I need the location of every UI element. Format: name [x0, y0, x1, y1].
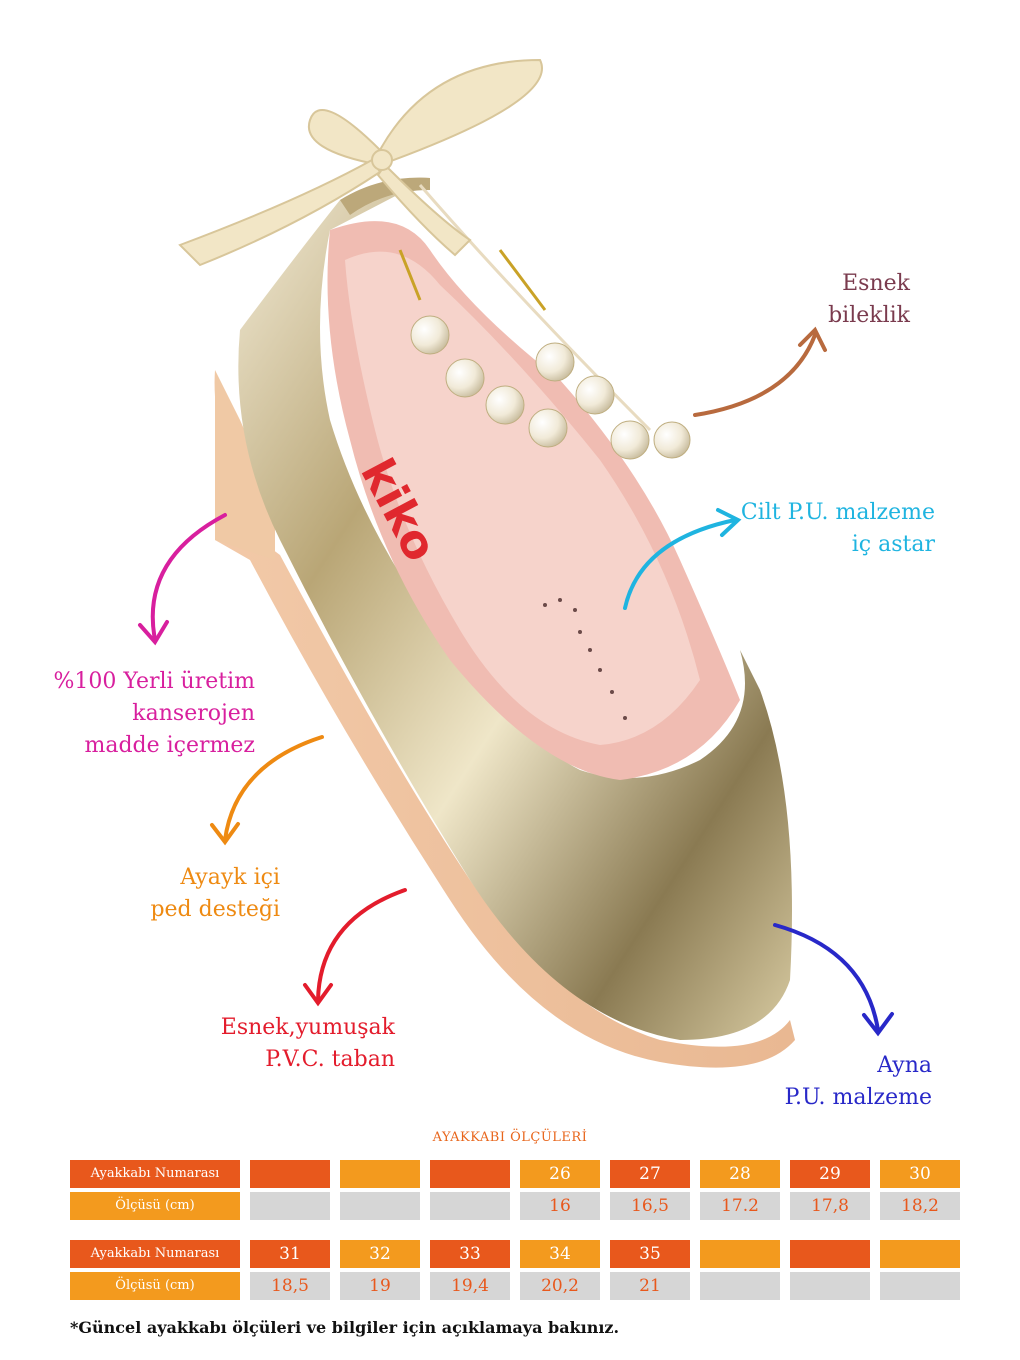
callout-line: Cilt P.U. malzeme	[740, 500, 935, 525]
cm-cell	[250, 1192, 330, 1220]
row-label-cm: Ölçüsü (cm)	[70, 1192, 240, 1220]
size-row: Ayakkabı Numarası 26 27 28 29 30	[70, 1160, 960, 1188]
callout-line: iç astar	[851, 532, 935, 557]
cm-cell: 17.2	[700, 1192, 780, 1220]
size-cell: 34	[520, 1240, 600, 1268]
cm-cell	[700, 1272, 780, 1300]
callout-line: Esnek	[842, 271, 910, 296]
arrow-ayna	[773, 923, 880, 1032]
cm-cell: 16,5	[610, 1192, 690, 1220]
callout-elastic-strap: Esnek bileklik	[780, 268, 910, 332]
size-cell	[340, 1160, 420, 1188]
size-row: Ayakkabı Numarası 31 32 33 34 35	[70, 1240, 960, 1268]
size-cell	[700, 1240, 780, 1268]
callout-line: bileklik	[828, 303, 910, 328]
shoe-heel	[215, 370, 275, 560]
size-cell	[790, 1240, 870, 1268]
cm-cell: 21	[610, 1272, 690, 1300]
callout-line: P.V.C. taban	[265, 1047, 395, 1072]
cm-row: Ölçüsü (cm) 16 16,5 17.2 17,8 18,2	[70, 1192, 960, 1220]
size-cell: 32	[340, 1240, 420, 1268]
callout-line: Ayayk içi	[180, 865, 280, 890]
callout-line: madde içermez	[84, 733, 255, 758]
size-cell	[430, 1160, 510, 1188]
size-note: *Güncel ayakkabı ölçüleri ve bilgiler iç…	[70, 1318, 620, 1337]
cm-cell: 17,8	[790, 1192, 870, 1220]
callout-line: P.U. malzeme	[784, 1085, 932, 1110]
cm-cell: 19,4	[430, 1272, 510, 1300]
arrow-ped	[223, 735, 324, 842]
row-label-cm: Ölçüsü (cm)	[70, 1272, 240, 1300]
size-cell	[250, 1160, 330, 1188]
cm-cell: 18,2	[880, 1192, 960, 1220]
callout-lining: Cilt P.U. malzeme iç astar	[700, 497, 935, 561]
size-cell	[880, 1240, 960, 1268]
row-label-size: Ayakkabı Numarası	[70, 1160, 240, 1188]
arrow-bileklik	[693, 333, 817, 417]
callout-line: Esnek,yumuşak	[220, 1015, 395, 1040]
size-cell: 29	[790, 1160, 870, 1188]
callout-insole-pad: Ayayk içi ped desteği	[80, 862, 280, 926]
arrow-taban	[316, 888, 407, 1002]
shoe-illustration: kiko	[138, 58, 894, 1068]
cm-cell	[430, 1192, 510, 1220]
callout-mirror-material: Ayna P.U. malzeme	[760, 1050, 932, 1114]
cm-cell	[790, 1272, 870, 1300]
arrow-astar	[623, 518, 737, 610]
cm-cell: 16	[520, 1192, 600, 1220]
size-cell: 33	[430, 1240, 510, 1268]
row-label-size: Ayakkabı Numarası	[70, 1240, 240, 1268]
callout-local-production: %100 Yerli üretim kanserojen madde içerm…	[40, 666, 255, 762]
callout-line: ped desteği	[150, 897, 280, 922]
insole-holes	[543, 598, 627, 720]
size-table-title: AYAKKABI ÖLÇÜLERİ	[432, 1130, 588, 1145]
cm-cell	[880, 1272, 960, 1300]
cm-cell: 19	[340, 1272, 420, 1300]
ribbon-bow	[178, 58, 543, 267]
shoe-upper	[238, 177, 792, 1040]
callout-sole: Esnek,yumuşak P.V.C. taban	[180, 1012, 395, 1076]
callout-line: kanserojen	[132, 701, 255, 726]
size-cell: 30	[880, 1160, 960, 1188]
size-cell: 31	[250, 1240, 330, 1268]
callout-line: %100 Yerli üretim	[53, 669, 255, 694]
size-cell: 28	[700, 1160, 780, 1188]
cm-cell: 20,2	[520, 1272, 600, 1300]
cm-cell: 18,5	[250, 1272, 330, 1300]
size-cell: 27	[610, 1160, 690, 1188]
size-cell: 26	[520, 1160, 600, 1188]
arrow-yerli	[150, 513, 227, 642]
cm-row: Ölçüsü (cm) 18,5 19 19,4 20,2 21	[70, 1272, 960, 1300]
callout-line: Ayna	[877, 1053, 932, 1078]
cm-cell	[340, 1192, 420, 1220]
size-cell: 35	[610, 1240, 690, 1268]
pearl-charms	[398, 249, 691, 460]
